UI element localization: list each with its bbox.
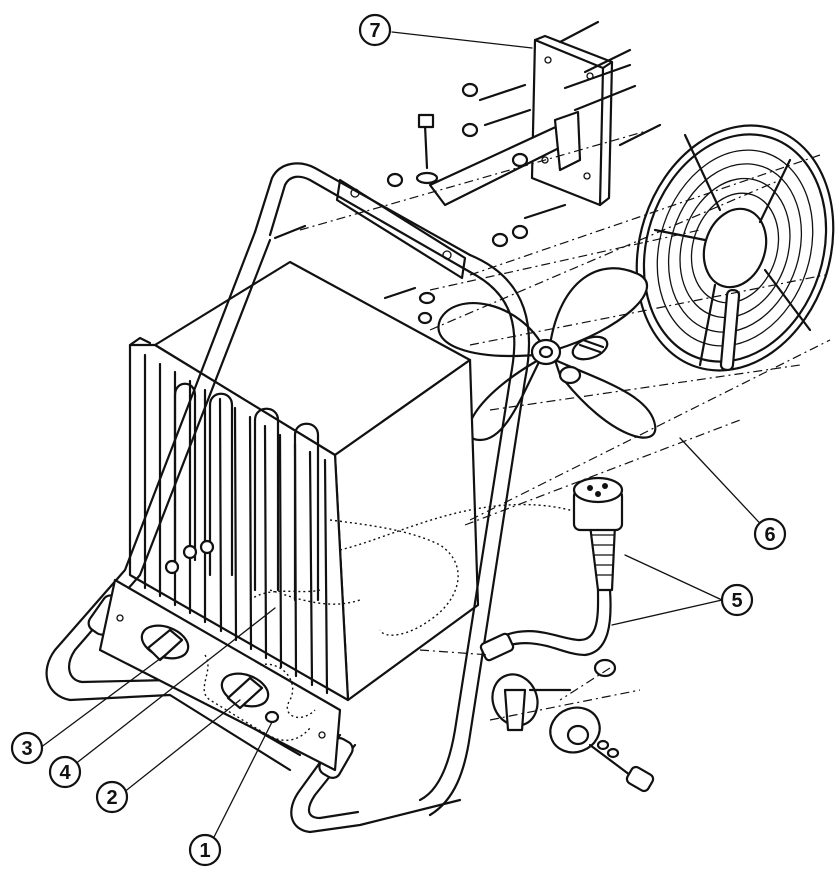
callout-4-label: 4 <box>59 762 71 784</box>
callout-3: 3 <box>10 731 44 765</box>
callout-7: 7 <box>358 13 392 47</box>
fan-blades <box>437 267 657 442</box>
callout-7-label: 7 <box>369 20 380 42</box>
control-panel <box>98 578 342 772</box>
callout-2-label: 2 <box>106 787 117 809</box>
wall-bracket <box>335 34 614 280</box>
callout-6: 6 <box>753 517 787 551</box>
leader-lines <box>39 31 771 846</box>
callout-5: 5 <box>720 583 754 617</box>
callout-1: 1 <box>188 833 222 867</box>
panel-wiring <box>203 589 321 742</box>
callout-4: 4 <box>48 755 82 789</box>
power-cable <box>479 476 624 678</box>
callout-6-label: 6 <box>764 524 775 546</box>
heating-elements <box>164 382 320 602</box>
bracket-bolts <box>273 20 662 325</box>
callout-2: 2 <box>95 780 129 814</box>
fan-guard <box>635 124 835 372</box>
callout-5-label: 5 <box>731 590 742 612</box>
tube-frame <box>45 162 531 834</box>
knob-assembly <box>491 673 655 793</box>
internal-wiring <box>269 503 586 636</box>
callout-3-label: 3 <box>21 738 32 760</box>
assembly-axes <box>299 129 831 721</box>
heater-body <box>128 260 480 702</box>
front-grille <box>143 353 329 695</box>
callout-1-label: 1 <box>199 840 210 862</box>
